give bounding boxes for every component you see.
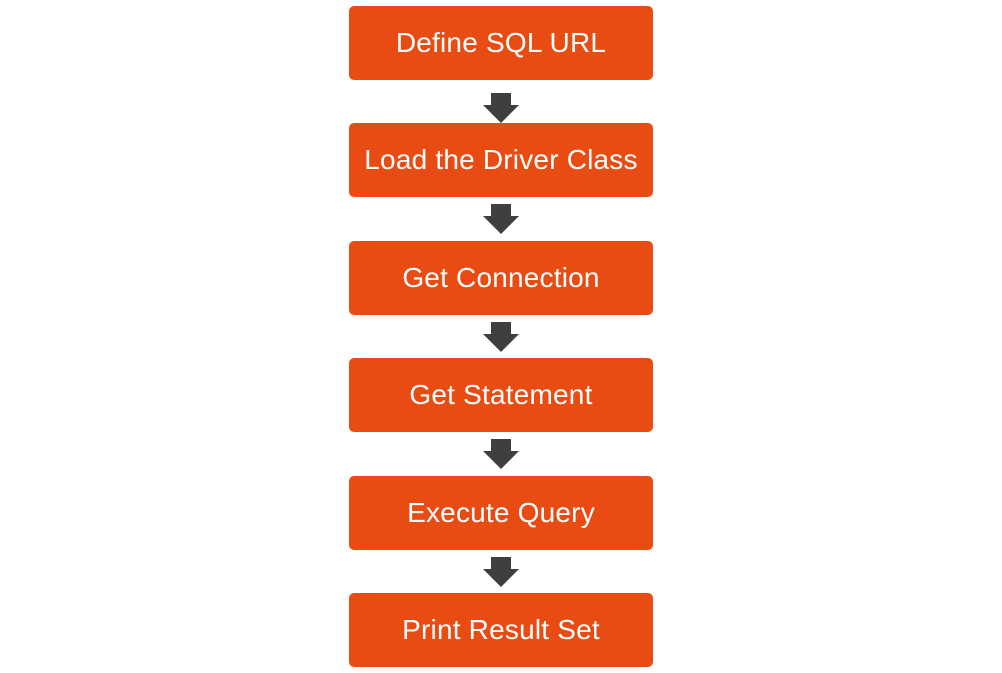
down-arrow-icon — [483, 204, 519, 234]
step-label: Get Connection — [402, 262, 600, 293]
down-arrow-icon — [483, 322, 519, 352]
down-arrow-icon — [483, 557, 519, 587]
step-label: Load the Driver Class — [364, 144, 638, 175]
step-print-result-set: Print Result Set — [349, 593, 653, 667]
step-get-connection: Get Connection — [349, 241, 653, 315]
step-label: Get Statement — [409, 379, 593, 410]
step-get-statement: Get Statement — [349, 358, 653, 432]
step-load-driver-class: Load the Driver Class — [349, 123, 653, 197]
step-execute-query: Execute Query — [349, 476, 653, 550]
step-label: Execute Query — [407, 497, 595, 528]
down-arrow-icon — [483, 93, 519, 123]
step-label: Print Result Set — [402, 614, 600, 645]
step-label: Define SQL URL — [395, 27, 607, 58]
step-define-sql-url: Define SQL URL — [349, 6, 653, 80]
down-arrow-icon — [483, 439, 519, 469]
